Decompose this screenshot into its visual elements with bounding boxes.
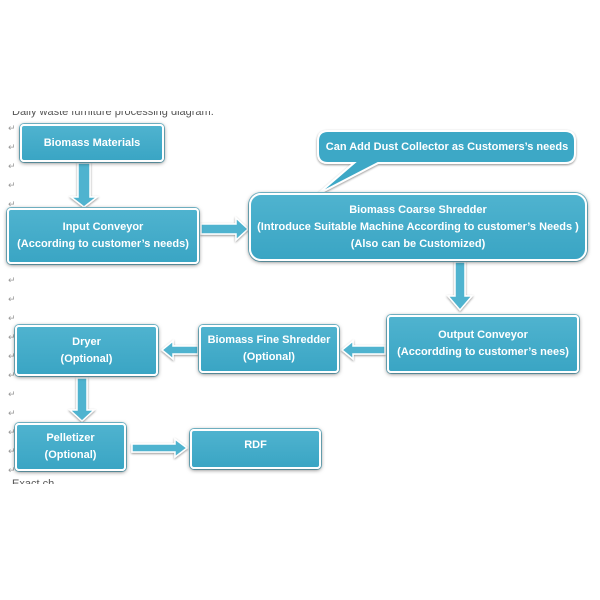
- paragraph-mark: ↵: [8, 295, 16, 305]
- document-caption-bottom: Exact ch...: [12, 478, 64, 490]
- paragraph-mark: ↵: [8, 428, 16, 438]
- callout-bubble: [317, 130, 576, 195]
- node-input-conveyor-title: Input Conveyor: [62, 221, 144, 233]
- paragraph-mark: ↵: [8, 124, 16, 134]
- paragraph-mark: ↵: [8, 333, 16, 343]
- paragraph-mark: ↵: [8, 276, 16, 286]
- node-pelletizer: Pelletizer (Optional): [15, 423, 126, 471]
- arrow-coarse-to-output: [446, 261, 474, 312]
- paragraph-mark: ↵: [8, 181, 16, 191]
- node-callout-text: Can Add Dust Collector as Customers’s ne…: [320, 133, 574, 161]
- paragraph-mark: ↵: [8, 390, 16, 400]
- paragraph-mark: ↵: [8, 352, 16, 362]
- node-coarse-shredder: Biomass Coarse Shredder (Introduce Suita…: [249, 193, 587, 261]
- arrow-fine-to-dryer: [160, 339, 199, 361]
- paragraph-mark: ↵: [8, 371, 16, 381]
- node-fine-shredder-note: (Optional): [243, 351, 295, 363]
- node-coarse-shredder-title: Biomass Coarse Shredder: [349, 203, 487, 216]
- paragraph-mark: ↵: [8, 466, 16, 476]
- arrow-output-to-fine: [340, 339, 386, 361]
- node-output-conveyor: Output Conveyor (Accordding to customer’…: [387, 315, 579, 373]
- arrow-biomass-to-input: [68, 162, 100, 208]
- node-dryer: Dryer (Optional): [15, 325, 158, 376]
- node-output-conveyor-note: (Accordding to customer’s nees): [397, 346, 569, 358]
- node-pelletizer-note: (Optional): [44, 449, 97, 461]
- node-dryer-title: Dryer: [72, 335, 101, 348]
- callout-label: Can Add Dust Collector as Customers’s ne…: [325, 140, 569, 153]
- paragraph-mark: ↵: [8, 314, 16, 324]
- node-biomass-materials-label: Biomass Materials: [43, 136, 141, 149]
- node-rdf-label: RDF: [244, 439, 267, 451]
- document-caption-top: Daily waste furniture processing diagram…: [12, 106, 214, 118]
- paragraph-mark: ↵: [8, 200, 16, 210]
- node-fine-shredder: Biomass Fine Shredder (Optional): [199, 325, 339, 373]
- node-pelletizer-title: Pelletizer: [46, 432, 95, 444]
- node-coarse-shredder-note2: (Also can be Customized): [350, 237, 486, 250]
- paragraph-mark: ↵: [8, 162, 16, 172]
- node-coarse-shredder-note1: (Introduce Suitable Machine According to…: [257, 220, 579, 233]
- arrow-input-to-coarse: [200, 216, 250, 242]
- node-input-conveyor: Input Conveyor (According to customer’s …: [7, 208, 199, 264]
- paragraph-mark: ↵: [8, 409, 16, 419]
- node-fine-shredder-title: Biomass Fine Shredder: [207, 334, 331, 346]
- node-biomass-materials: Biomass Materials: [20, 124, 164, 162]
- arrow-pelletizer-to-rdf: [131, 437, 189, 459]
- node-rdf: RDF: [190, 429, 321, 469]
- node-dryer-note: (Optional): [60, 352, 113, 365]
- paragraph-mark: ↵: [8, 143, 16, 153]
- arrow-dryer-to-pelletizer: [68, 377, 96, 423]
- paragraph-mark: ↵: [8, 447, 16, 457]
- node-output-conveyor-title: Output Conveyor: [438, 329, 528, 341]
- node-input-conveyor-note: (According to customer’s needs): [17, 238, 189, 250]
